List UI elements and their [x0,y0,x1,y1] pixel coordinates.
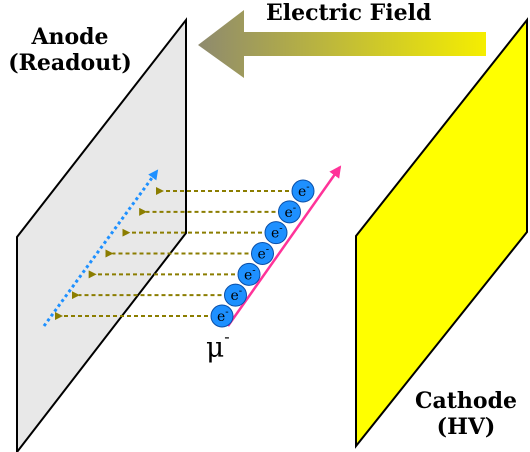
anode-label-line2: (Readout) [8,50,132,76]
electron-label: e- [231,286,243,304]
electron: e- [251,242,274,265]
electric-field-arrow [198,10,486,78]
electron-label: e- [285,203,297,221]
cathode-plate [355,17,528,449]
electron: e- [264,221,288,245]
cathode-label-line2: (HV) [436,414,496,440]
muon-track [226,165,342,327]
electron-label: e- [271,224,283,242]
electron-circle [210,304,234,328]
electron-circle [264,221,288,245]
anode-label-line1: Anode [31,24,109,50]
muon-label: μ- [206,326,230,362]
electron-label: e- [258,245,270,263]
drift-arrows-group [55,187,289,320]
anode-plate [16,17,187,452]
muon-charge: - [224,327,230,346]
electron: e- [210,304,234,328]
electron-label: e- [217,307,229,325]
electron: e- [278,200,301,224]
electron: e- [237,262,261,286]
readout-track [42,169,159,327]
electron-label: e- [298,182,310,200]
electron-circle [291,179,315,203]
electron-circle [278,200,301,224]
electron: e- [224,283,247,307]
cathode-label: Cathode (HV) [402,388,530,440]
electron: e- [291,179,315,203]
cathode-label-line1: Cathode [415,388,517,414]
muon-symbol: μ [206,330,225,364]
electric-field-label: Electric Field [266,0,432,26]
electron-circle [251,242,274,265]
electrons-group: e-e-e-e-e-e-e- [210,179,315,328]
electron-label: e- [244,265,256,283]
electron-circle [224,283,247,307]
electron-circle [237,262,261,286]
anode-label: Anode (Readout) [0,24,140,76]
